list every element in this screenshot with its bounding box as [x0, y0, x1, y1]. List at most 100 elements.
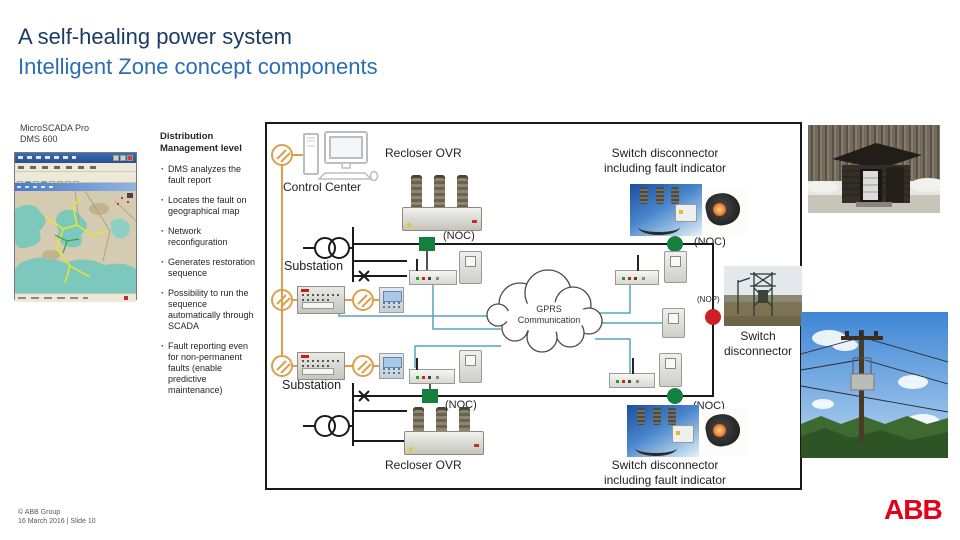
- insulator: [668, 408, 676, 425]
- status-text-placeholder: [18, 296, 88, 299]
- substation-bottom-label: Substation: [282, 378, 342, 392]
- bullet-item: Network reconfiguration: [160, 226, 256, 248]
- switch-disconnector-photo: [724, 266, 802, 326]
- radio-link-icons: [271, 144, 379, 377]
- computer-icon: [303, 131, 379, 182]
- equipment-cabinet: [664, 251, 687, 283]
- noc-square-indicator: [422, 389, 438, 403]
- footer: © ABB Group 16 March 2016 | Slide 10: [18, 508, 96, 526]
- insulator: [637, 408, 645, 425]
- insulator: [653, 408, 661, 425]
- date-slide-number: 16 March 2016 | Slide 10: [18, 518, 96, 525]
- switch-disconnector-image: [630, 184, 702, 236]
- intelligent-zone-diagram: Control Center Recloser OVR Switch disco…: [265, 122, 802, 490]
- menu-items-placeholder: [18, 166, 98, 169]
- recloser-tank: [404, 431, 484, 455]
- equipment-cabinet: [459, 350, 482, 383]
- recloser-device: [404, 401, 484, 455]
- noc-square-indicator: [419, 237, 435, 251]
- gprs-modem: [609, 358, 655, 388]
- nop-circle-indicator: [705, 309, 721, 325]
- window-title-text-placeholder: [18, 156, 76, 159]
- gprs-cloud-icon: [486, 269, 603, 353]
- bullet-item: Locates the fault on geographical map: [160, 195, 256, 217]
- protection-relay-device: [379, 353, 404, 379]
- recloser-bushing: [457, 175, 468, 211]
- protection-relay-device: [379, 287, 404, 313]
- rtu-device: [297, 352, 345, 380]
- indicator-lamp: [713, 424, 726, 437]
- status-indicator: [124, 296, 128, 300]
- recloser-bushing: [434, 175, 445, 211]
- status-bar: [15, 293, 136, 302]
- cloud-line: Communication: [517, 315, 581, 325]
- product-name: MicroSCADA Pro: [20, 123, 90, 133]
- recloser-bottom-label: Recloser OVR: [385, 458, 462, 472]
- management-panel: Distribution Management level DMS analyz…: [160, 131, 261, 405]
- noc-top-right-label: (NOC): [694, 236, 726, 248]
- dms-map-window: [14, 152, 137, 302]
- abb-logo: ABB: [884, 494, 943, 525]
- drive-box: [672, 425, 694, 443]
- toolbar[interactable]: [15, 172, 136, 187]
- label-line: including fault indicator: [603, 473, 727, 487]
- maximize-button[interactable]: [120, 155, 126, 161]
- fault-indicator-image: [703, 188, 746, 234]
- label-line: Switch disconnector: [611, 146, 719, 160]
- gprs-cloud-label: GPRS Communication: [497, 304, 601, 326]
- equipment-cabinet: [459, 251, 482, 284]
- fault-indicator-image: [703, 409, 746, 455]
- page-subtitle: Intelligent Zone concept components: [18, 54, 378, 79]
- network-map[interactable]: [15, 191, 136, 293]
- cable: [638, 219, 680, 235]
- indicator-lamp: [713, 203, 726, 216]
- panel-heading: Distribution Management level: [160, 131, 242, 154]
- copyright: © ABB Group: [18, 509, 61, 516]
- label-line: Switch disconnector: [611, 458, 719, 472]
- substation-hut-photo: [808, 125, 940, 213]
- substation-top-label: Substation: [284, 259, 344, 273]
- label-line: including fault indicator: [603, 161, 727, 175]
- recloser-tank: [402, 207, 482, 231]
- recloser-bushing: [411, 175, 422, 211]
- recloser-top-label: Recloser OVR: [385, 146, 462, 160]
- switch-disconnector-image: [627, 405, 699, 457]
- gprs-modem: [409, 259, 457, 285]
- nop-label: (NOP): [697, 295, 720, 304]
- bullet-item: DMS analyzes the fault report: [160, 164, 256, 186]
- noc-top-left-label: (NOC): [443, 230, 475, 242]
- control-center-label: Control Center: [283, 180, 362, 194]
- switch-photo-label: Switch disconnector: [712, 329, 804, 359]
- circuit-diagram-lines: [271, 144, 721, 446]
- nop-cabinet: [662, 308, 685, 338]
- page-title: A self-healing power system: [18, 24, 292, 49]
- inner-title-placeholder: [17, 185, 57, 188]
- product-label: MicroSCADA Pro DMS 600: [20, 123, 89, 145]
- pole-recloser-photo: [801, 312, 948, 458]
- insulator: [640, 187, 648, 204]
- label-line: Switch: [740, 329, 776, 343]
- rtu-device: [297, 286, 345, 314]
- drive-box: [675, 204, 697, 222]
- bullet-item: Fault reporting even for non-permanent f…: [160, 341, 256, 396]
- gprs-modem: [615, 255, 659, 285]
- label-line: disconnector: [723, 344, 793, 358]
- insulator: [656, 187, 664, 204]
- cloud-line: GPRS: [536, 304, 562, 314]
- recloser-bushing: [413, 407, 424, 435]
- close-button[interactable]: [127, 155, 133, 161]
- gprs-modem: [409, 358, 455, 384]
- inner-window-title-bar: [15, 183, 136, 191]
- switch-disconnector-top-label: Switch disconnector including fault indi…: [570, 146, 760, 176]
- insulator: [671, 187, 679, 204]
- menu-bar[interactable]: [15, 163, 136, 172]
- equipment-cabinet: [659, 353, 682, 387]
- switch-disconnector-bottom-label: Switch disconnector including fault indi…: [570, 458, 760, 488]
- product-version: DMS 600: [20, 134, 58, 144]
- minimize-button[interactable]: [113, 155, 119, 161]
- bullet-item: Possibility to run the sequence automati…: [160, 288, 256, 332]
- bullet-item: Generates restoration sequence: [160, 257, 256, 279]
- cable: [635, 440, 677, 456]
- recloser-device: [402, 169, 482, 231]
